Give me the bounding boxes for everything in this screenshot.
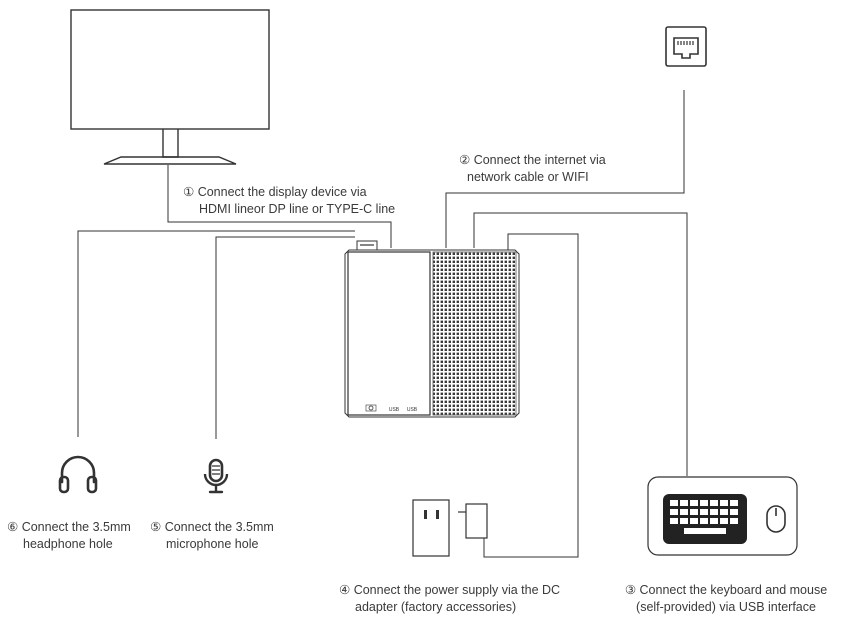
step-text: Connect the internet via bbox=[473, 153, 606, 167]
network-cable bbox=[445, 90, 685, 248]
monitor-icon bbox=[70, 9, 270, 165]
step-text: (self-provided) via USB interface bbox=[636, 600, 816, 614]
headphone-cable bbox=[77, 230, 355, 437]
mini-pc-icon: USB USB bbox=[344, 240, 520, 418]
step-5-label: ⑤ Connect the 3.5mm microphone hole bbox=[150, 519, 274, 553]
step-6-label: ⑥ Connect the 3.5mm headphone hole bbox=[7, 519, 131, 553]
step-2-label: ② Connect the internet via network cable… bbox=[459, 152, 606, 186]
step-text: Connect the power supply via the DC bbox=[353, 583, 561, 597]
step-number: ⑥ bbox=[7, 520, 19, 534]
ethernet-port-icon bbox=[665, 26, 707, 67]
connection-lines bbox=[77, 90, 688, 558]
step-text: Connect the keyboard and mouse bbox=[639, 583, 828, 597]
step-text: HDMI lineor DP line or TYPE-C line bbox=[199, 202, 396, 216]
usb-port-label: USB bbox=[407, 407, 418, 413]
step-3-label: ③ Connect the keyboard and mouse (self-p… bbox=[616, 582, 836, 616]
power-cable bbox=[483, 233, 579, 558]
mouse-icon bbox=[766, 505, 786, 533]
step-text: Connect the 3.5mm bbox=[21, 520, 131, 534]
step-number: ④ bbox=[339, 583, 351, 597]
usb-keyboard-cable bbox=[473, 212, 688, 476]
step-text: headphone hole bbox=[23, 537, 113, 551]
microphone-icon bbox=[203, 458, 229, 494]
usb-port-label: USB bbox=[389, 407, 400, 413]
step-text: Connect the display device via bbox=[197, 185, 367, 199]
keyboard-mouse-panel bbox=[647, 476, 798, 556]
step-number: ② bbox=[459, 153, 471, 167]
step-number: ③ bbox=[624, 583, 637, 597]
keyboard-icon bbox=[663, 494, 747, 544]
step-text: Connect the 3.5mm bbox=[164, 520, 274, 534]
step-number: ① bbox=[183, 185, 195, 199]
power-adapter-icon bbox=[412, 499, 488, 557]
headphones-icon bbox=[58, 455, 98, 494]
step-1-label: ① Connect the display device via HDMI li… bbox=[183, 184, 395, 218]
step-number: ⑤ bbox=[150, 520, 162, 534]
microphone-cable bbox=[215, 236, 355, 439]
step-4-label: ④ Connect the power supply via the DC ad… bbox=[339, 582, 560, 616]
step-text: microphone hole bbox=[166, 537, 259, 551]
display-cable bbox=[167, 165, 392, 248]
step-text: adapter (factory accessories) bbox=[355, 600, 517, 614]
step-text: network cable or WIFI bbox=[467, 170, 589, 184]
